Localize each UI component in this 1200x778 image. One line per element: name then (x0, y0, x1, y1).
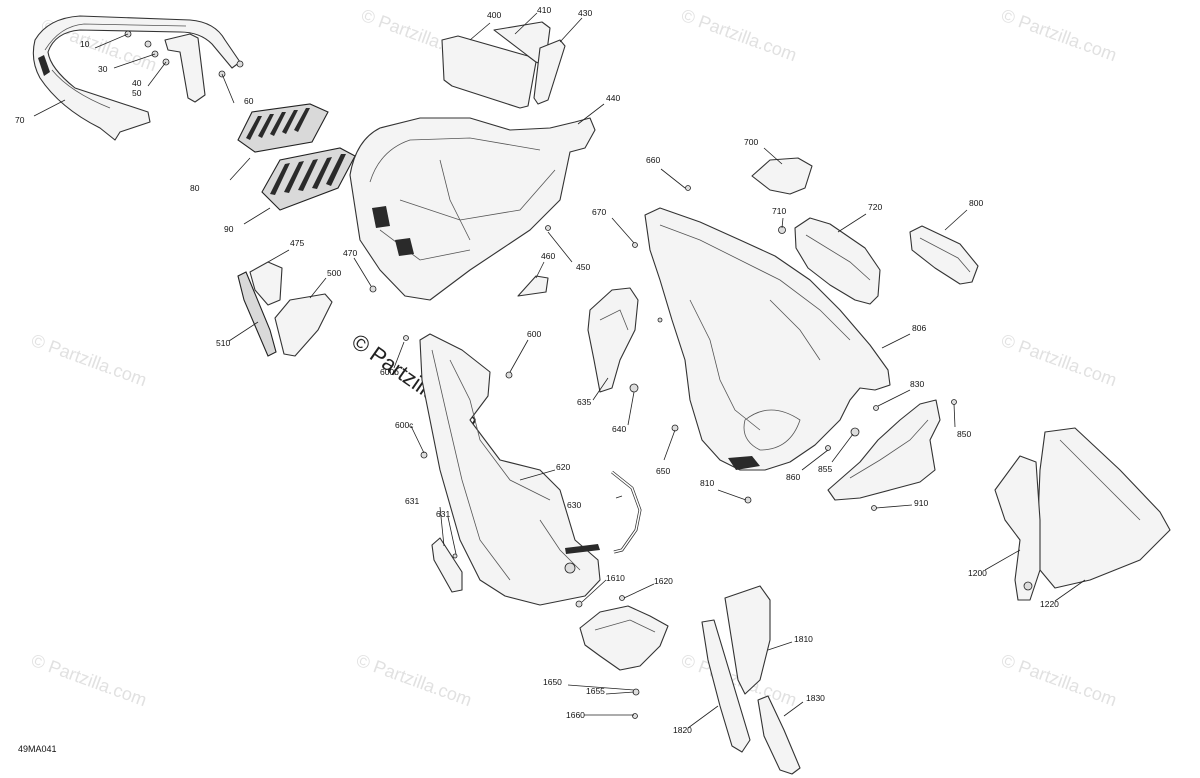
callout-1650: 855 (818, 464, 832, 474)
watermark: © Partzilla.com (999, 650, 1120, 710)
callout-500: 700 (744, 137, 758, 147)
callout-660: 1820 (673, 725, 692, 735)
callout-600: 620 (556, 462, 570, 472)
watermark: © Partzilla.com (29, 650, 150, 710)
trim-50-part (274, 293, 333, 357)
clip-600c (452, 553, 458, 559)
bracket-700-part (794, 217, 881, 305)
callout-620: 630 (567, 500, 581, 510)
duct-650-part (724, 585, 771, 695)
callout-1810: 1650 (543, 677, 562, 687)
panel-80-part (441, 35, 537, 109)
watermark-layer: © Partzilla.com © Partzilla.com © Partzi… (29, 5, 1120, 710)
callout-30: 450 (576, 262, 590, 272)
screw-910 (369, 285, 377, 293)
grille-upper-part (237, 103, 329, 153)
callout-860: 50 (132, 88, 142, 98)
callout-1200: 90 (224, 224, 234, 234)
callout-650: 1810 (794, 634, 813, 644)
callout-700: 720 (868, 202, 882, 212)
callout-631-lower: 1660 (566, 710, 585, 720)
callout-440: 670 (592, 207, 606, 217)
callout-labels: 10 30 40 50 60 70 80 90 400 410 430 440 … (15, 5, 1059, 735)
callout-600c: 631 (436, 509, 450, 519)
guard-470-part (587, 287, 639, 393)
callout-800: 70 (15, 115, 25, 125)
trim-660-part (701, 619, 751, 753)
callout-10: 440 (606, 93, 620, 103)
callout-1620: 830 (910, 379, 924, 389)
callout-720: 800 (969, 198, 983, 208)
callout-40: 430 (578, 8, 592, 18)
callout-430: 660 (646, 155, 660, 165)
callout-631-upper: 600b (380, 367, 399, 377)
callout-630: 600c (395, 420, 414, 430)
callout-410: 650 (656, 466, 670, 476)
callout-830: 10 (80, 39, 90, 49)
side-panel-600-part (403, 333, 601, 606)
callout-80: 400 (487, 10, 501, 20)
callout-1610: 910 (914, 498, 928, 508)
callout-450: 1200 (968, 568, 987, 578)
callout-855: 30 (98, 64, 108, 74)
rod-620-part (611, 470, 642, 554)
callout-710: 710 (772, 206, 786, 216)
figure-code: 49MA041 (18, 744, 57, 754)
side-panel-400-part (632, 185, 891, 471)
cover-500-part (751, 157, 813, 195)
callout-470: 635 (577, 397, 591, 407)
panel-460-part (1037, 427, 1171, 589)
bracket-1810-part (575, 595, 669, 719)
callout-510: 810 (700, 478, 714, 488)
watermark: © Partzilla.com (679, 5, 800, 65)
callout-1820: 1620 (654, 576, 673, 586)
callout-90: 510 (216, 338, 230, 348)
panel-450-part (994, 455, 1041, 601)
callout-475: 640 (612, 424, 626, 434)
grab-handle-part (32, 15, 244, 141)
trim-90-part (237, 271, 277, 357)
plate-510-part (728, 456, 760, 504)
bracket-1620-part (825, 399, 957, 511)
callout-50: 500 (327, 268, 341, 278)
panel-40-part (533, 39, 566, 105)
callout-910: 470 (343, 248, 357, 258)
callout-1830: 1610 (606, 573, 625, 583)
callout-1655: 860 (786, 472, 800, 482)
callout-460: 1220 (1040, 599, 1059, 609)
watermark: © Partzilla.com (999, 330, 1120, 390)
callout-670: 1830 (806, 693, 825, 703)
front-body-part (349, 117, 596, 301)
callout-600b: 631 (405, 496, 419, 506)
trim-600b-part (431, 537, 463, 593)
watermark: © Partzilla.com (29, 330, 150, 390)
trim-670-part (757, 695, 801, 775)
grille-lower-part (261, 147, 356, 211)
bracket-806-part (517, 275, 549, 297)
callout-635: 1655 (586, 686, 605, 696)
callout-1220: 80 (190, 183, 200, 193)
watermark: © Partzilla.com (354, 650, 475, 710)
callout-810: 60 (244, 96, 254, 106)
leader-lines (33, 12, 1086, 729)
callout-806: 460 (541, 251, 555, 261)
callout-70: 475 (290, 238, 304, 248)
callout-640: 600 (527, 329, 541, 339)
callout-850: 40 (132, 78, 142, 88)
watermark: © Partzilla.com (999, 5, 1120, 65)
bracket-part (124, 30, 226, 103)
callout-60: 410 (537, 5, 551, 15)
callout-1660: 850 (957, 429, 971, 439)
bracket-720-part (909, 225, 979, 285)
callout-400: 806 (912, 323, 926, 333)
